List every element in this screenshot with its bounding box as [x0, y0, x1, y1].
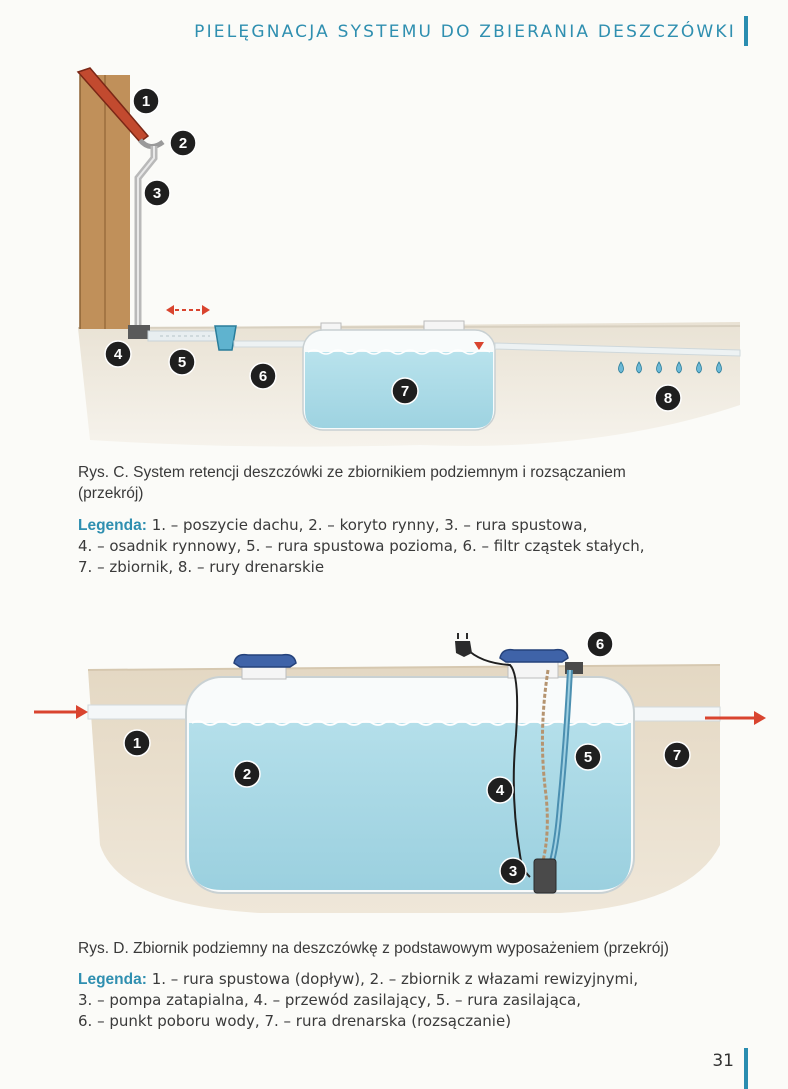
badge-d-6: 6 — [586, 630, 614, 658]
pump-rope — [540, 669, 550, 866]
power-plug — [455, 641, 472, 657]
figure-c-legend: Legenda: 1. – poszycie dachu, 2. – koryt… — [78, 515, 758, 578]
svg-text:5: 5 — [178, 354, 186, 371]
svg-text:4: 4 — [114, 346, 123, 363]
badge-c-7: 7 — [391, 377, 419, 405]
figure-c-caption-line-2: (przekrój) — [78, 485, 144, 502]
badge-d-3: 3 — [499, 857, 527, 885]
ground-surface — [87, 664, 721, 671]
svg-text:3: 3 — [509, 863, 517, 880]
ground-surface — [77, 325, 741, 329]
page-header-title: PIELĘGNACJA SYSTEMU DO ZBIERANIA DESZCZÓ… — [194, 22, 736, 42]
badge-d-7: 7 — [663, 741, 691, 769]
badge-c-4: 4 — [104, 340, 132, 368]
svg-text:6: 6 — [596, 636, 604, 653]
horizontal-downpipe — [147, 330, 219, 342]
svg-text:6: 6 — [259, 368, 267, 385]
figure-c-legend-line-1: 1. – poszycie dachu, 2. – koryto rynny, … — [151, 516, 588, 534]
figure-d-caption: Rys. D. Zbiornik podziemny na deszczówkę… — [78, 940, 669, 957]
figure-c-legend-line-2: 4. – osadnik rynnowy, 5. – rura spustowa… — [78, 537, 645, 555]
figure-c-legend-line-3: 7. – zbiornik, 8. – rury drenarskie — [78, 558, 325, 576]
badge-d-1: 1 — [123, 729, 151, 757]
figure-d-legend-line-1: 1. – rura spustowa (dopływ), 2. – zbiorn… — [151, 970, 639, 988]
svg-text:5: 5 — [584, 749, 592, 766]
badge-c-2: 2 — [169, 129, 197, 157]
inlet-pipe — [87, 704, 199, 720]
badge-c-6: 6 — [249, 362, 277, 390]
svg-text:8: 8 — [664, 390, 672, 407]
gutter-sediment-trap — [128, 325, 150, 339]
drainage-pipe — [494, 342, 741, 357]
badge-c-3: 3 — [143, 179, 171, 207]
submersible-pump — [533, 858, 557, 894]
footer-accent-bar — [744, 1048, 748, 1089]
pipe-length-arrow — [166, 305, 210, 315]
svg-text:1: 1 — [133, 735, 141, 752]
badge-d-5: 5 — [574, 743, 602, 771]
badge-c-5: 5 — [168, 348, 196, 376]
page-number: 31 — [712, 1051, 734, 1071]
badge-d-4: 4 — [486, 776, 514, 804]
outflow-arrow — [705, 711, 766, 725]
manhole-lid-right — [499, 648, 569, 663]
svg-text:2: 2 — [179, 135, 187, 152]
roof-covering — [76, 67, 150, 144]
gutter — [138, 138, 165, 149]
manhole-lid-left — [233, 653, 297, 668]
water-level-marker — [474, 342, 484, 350]
figure-c-diagram: 1 2 3 4 5 6 7 8 — [76, 67, 741, 447]
badge-d-2: 2 — [233, 760, 261, 788]
figure-d-legend-line-3: 6. – punkt poboru wody, 7. – rura drenar… — [78, 1012, 512, 1030]
svg-text:2: 2 — [243, 766, 251, 783]
figure-c-caption-line-1: Rys. C. System retencji deszczówki ze zb… — [78, 464, 626, 481]
badge-c-1: 1 — [132, 87, 160, 115]
figure-d-legend-line-2: 3. – pompa zatapialna, 4. – przewód zasi… — [78, 991, 581, 1009]
svg-text:4: 4 — [496, 782, 505, 799]
drainage-droplets — [618, 361, 722, 374]
figure-d-diagram: 1 2 3 4 5 6 7 — [34, 630, 766, 913]
particle-filter — [214, 325, 237, 351]
figure-c-legend-label: Legenda: — [78, 517, 147, 534]
inflow-arrow — [34, 705, 88, 719]
header-accent-bar — [744, 16, 748, 46]
downpipe — [134, 146, 158, 328]
tank-water — [189, 723, 631, 890]
svg-text:1: 1 — [142, 93, 150, 110]
figure-d-legend-label: Legenda: — [78, 971, 147, 988]
badge-c-8: 8 — [654, 384, 682, 412]
svg-text:3: 3 — [153, 185, 161, 202]
figure-d-legend: Legenda: 1. – rura spustowa (dopływ), 2.… — [78, 969, 758, 1032]
svg-text:7: 7 — [673, 747, 681, 764]
figure-c-caption: Rys. C. System retencji deszczówki ze zb… — [78, 462, 738, 504]
svg-text:7: 7 — [401, 383, 409, 400]
